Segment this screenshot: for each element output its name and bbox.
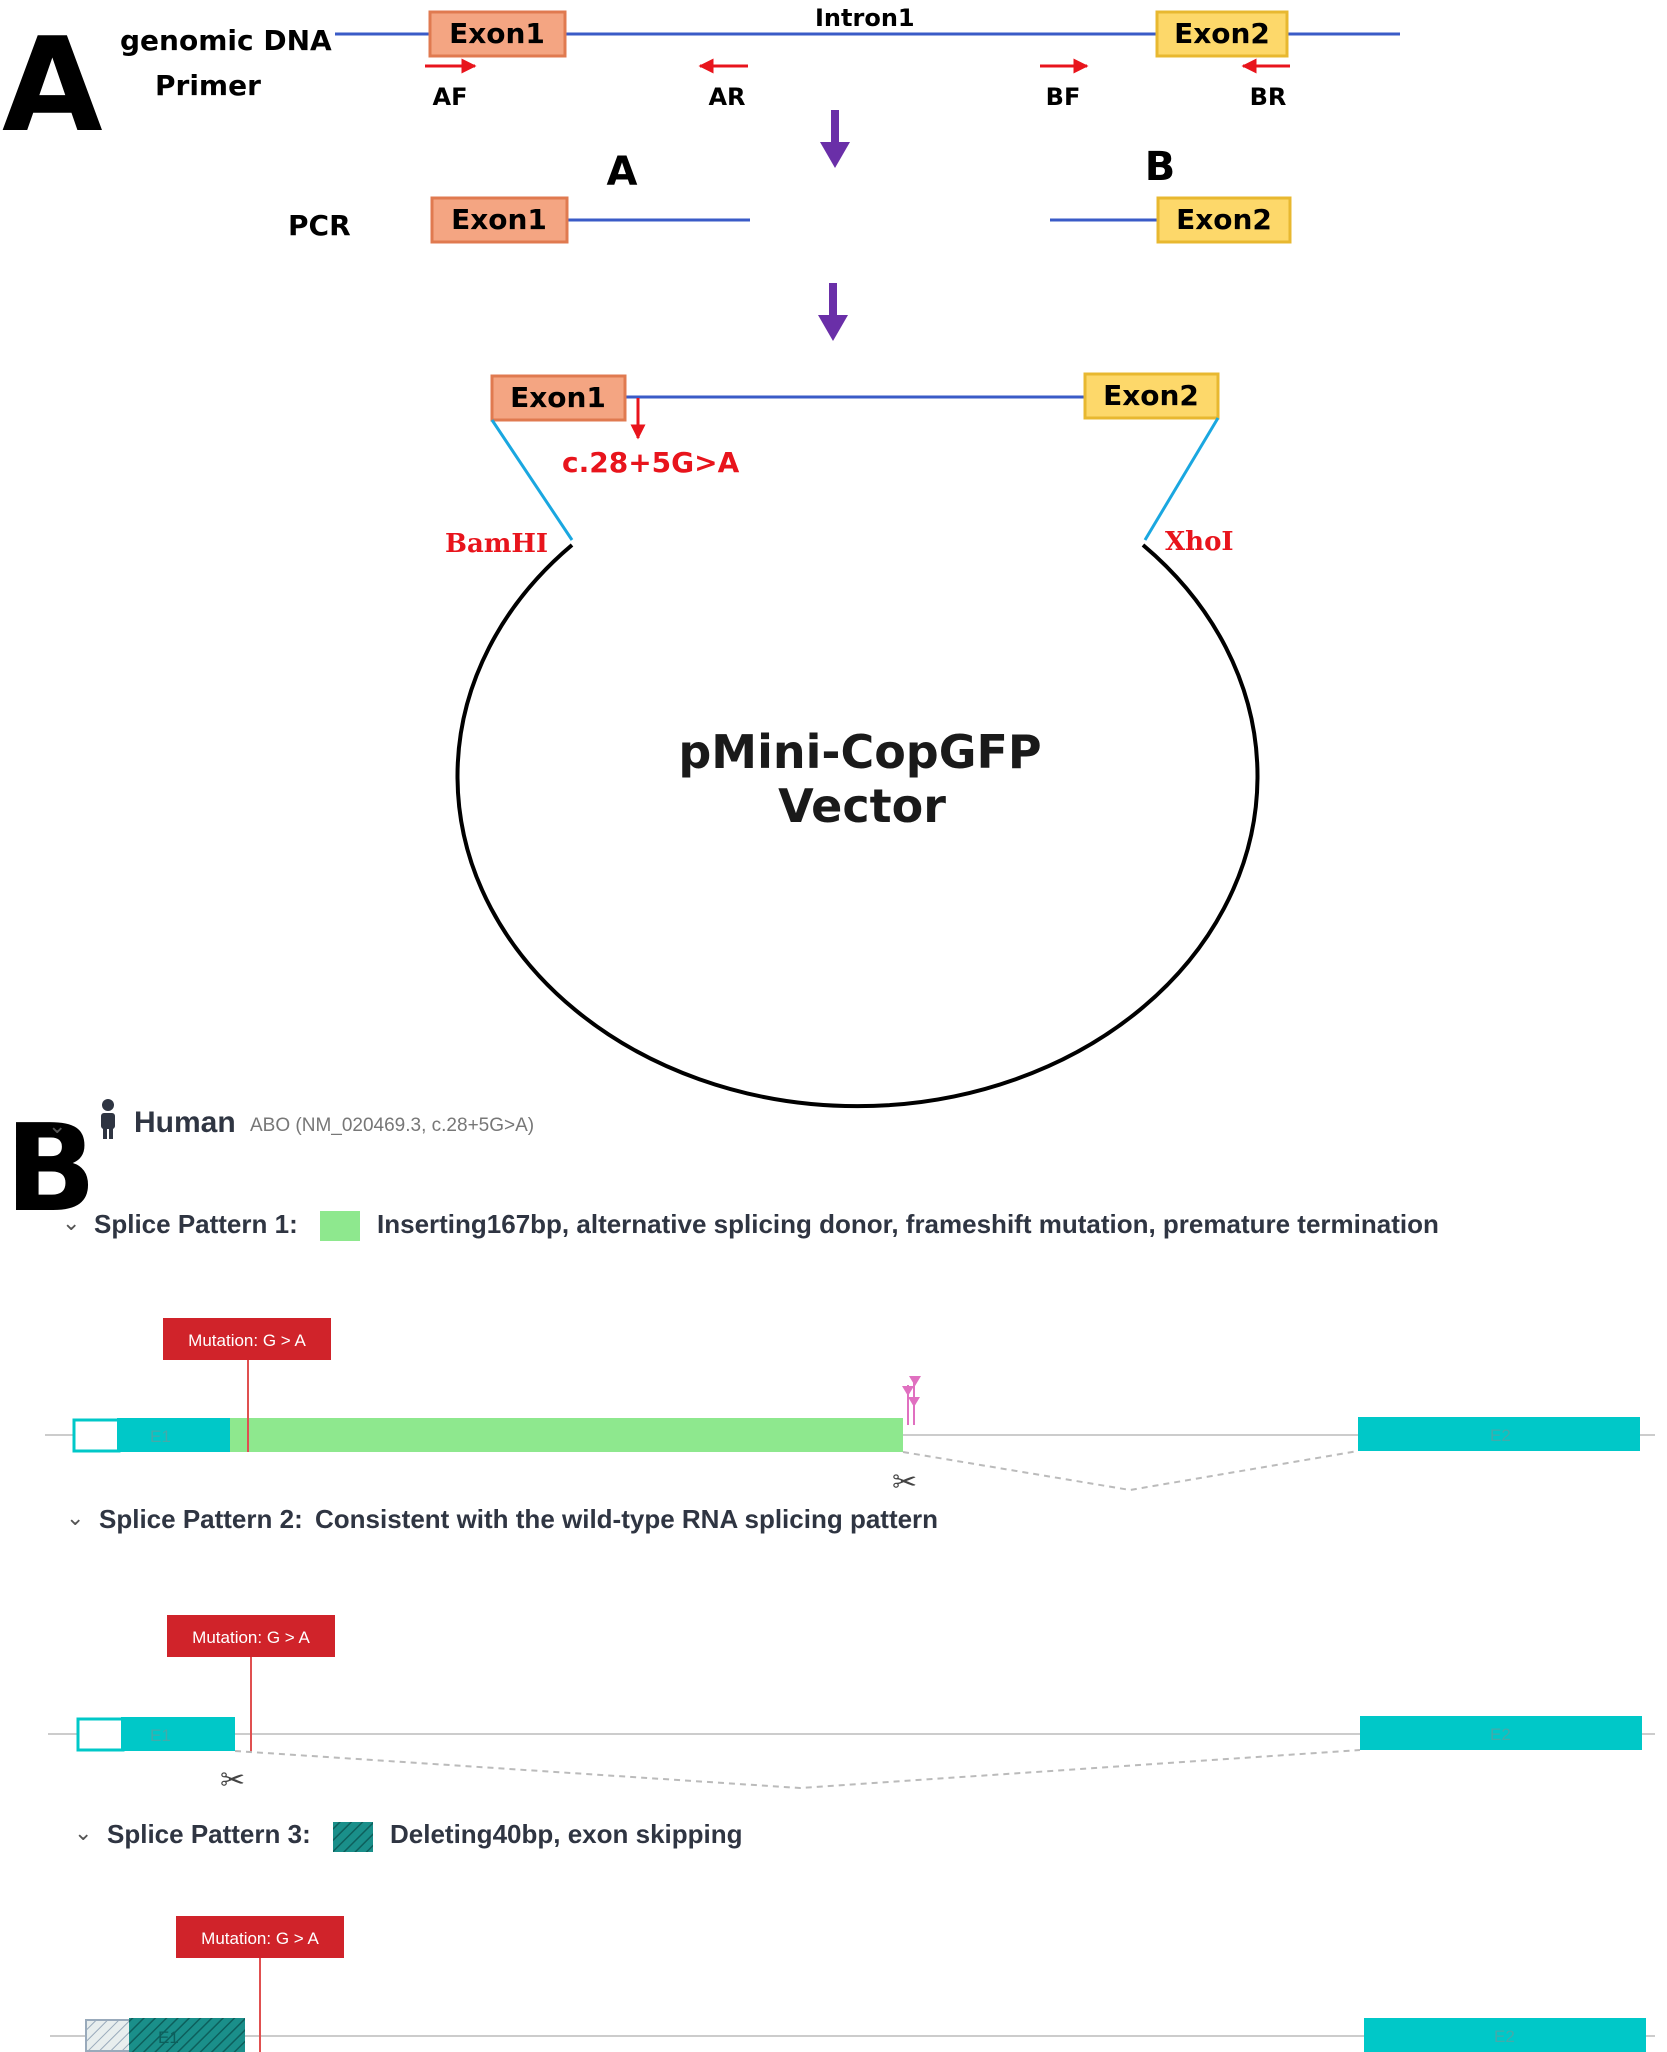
pattern1-splice-junction bbox=[902, 1450, 1359, 1492]
fragment-a-label: A bbox=[607, 149, 638, 195]
pattern2-mutation-badge bbox=[167, 1615, 335, 1657]
pattern3-title: Splice Pattern 3: bbox=[107, 1819, 311, 1849]
pattern2-mutation-text: Mutation: G > A bbox=[192, 1628, 310, 1647]
pattern1-inserted-region bbox=[230, 1418, 903, 1452]
xhoi-link bbox=[1143, 417, 1220, 541]
pattern1-exon1 bbox=[117, 1418, 230, 1452]
step-arrow-1 bbox=[820, 110, 850, 168]
genomic-exon1-label: Exon1 bbox=[449, 17, 545, 50]
collapse-chevron-pattern2[interactable]: ⌄ bbox=[66, 1505, 84, 1530]
pattern3-description: Deleting40bp, exon skipping bbox=[390, 1819, 743, 1849]
pattern2-description: Consistent with the wild-type RNA splici… bbox=[315, 1504, 938, 1534]
primer-br-label: BR bbox=[1250, 83, 1287, 111]
pattern1-exon1-label: E1 bbox=[150, 1427, 171, 1446]
vector-plasmid-arc bbox=[455, 543, 1260, 1109]
panel-b-letter: B bbox=[5, 1100, 96, 1239]
pattern3-legend-swatch bbox=[333, 1822, 373, 1852]
genomic-exon2: Exon2 bbox=[1155, 10, 1289, 58]
pattern1-legend-swatch bbox=[320, 1211, 360, 1241]
genomic-exon2-label: Exon2 bbox=[1174, 17, 1270, 50]
primer-ar-label: AR bbox=[708, 83, 745, 111]
pattern2-exon2 bbox=[1360, 1716, 1642, 1750]
fragment-b-label: B bbox=[1145, 144, 1176, 190]
gene-info: ABO (NM_020469.3, c.28+5G>A) bbox=[250, 1115, 534, 1136]
pattern1-scissors-icon: ✂ bbox=[892, 1466, 917, 1499]
construct-exon1-label: Exon1 bbox=[510, 381, 606, 414]
pcr-fragment-a: Exon1 bbox=[430, 196, 750, 244]
pattern3-exon1-label: E1 bbox=[158, 2028, 179, 2047]
pattern3-mutation-text: Mutation: G > A bbox=[201, 1929, 319, 1948]
pattern1-description: Inserting167bp, alternative splicing don… bbox=[377, 1209, 1439, 1239]
pcr-label: PCR bbox=[288, 209, 351, 242]
pattern2-exon1-utr bbox=[76, 1717, 125, 1752]
panel-a-letter: A bbox=[2, 9, 103, 161]
pattern3-exon2 bbox=[1364, 2018, 1646, 2052]
pattern1-title: Splice Pattern 1: bbox=[94, 1209, 298, 1239]
pattern3-exon1-deleted bbox=[129, 2018, 245, 2052]
intron1-label: Intron1 bbox=[815, 4, 915, 32]
pattern2-exon1-label: E1 bbox=[150, 1726, 171, 1745]
pattern2-title: Splice Pattern 2: bbox=[99, 1504, 303, 1534]
vector-name-line1: pMini-CopGFP bbox=[678, 725, 1041, 779]
genomic-exon1: Exon1 bbox=[428, 10, 567, 58]
pattern1-exon2 bbox=[1358, 1417, 1640, 1451]
pcr-fragment-b: Exon2 bbox=[1050, 196, 1292, 244]
pattern1-exon1-utr bbox=[72, 1418, 121, 1453]
collapse-chevron-pattern1[interactable]: ⌄ bbox=[62, 1210, 80, 1235]
construct-exon2: Exon2 bbox=[1083, 372, 1220, 420]
pattern3-mutation-badge bbox=[176, 1916, 344, 1958]
primer-af-label: AF bbox=[433, 83, 468, 111]
bamhi-link bbox=[490, 419, 574, 541]
pattern1-mutation-text: Mutation: G > A bbox=[188, 1331, 306, 1350]
collapse-chevron-pattern3[interactable]: ⌄ bbox=[74, 1820, 92, 1845]
xhoi-label: XhoI bbox=[1165, 527, 1234, 557]
collapse-chevron-header[interactable]: ⌄ bbox=[48, 1113, 66, 1138]
person-icon bbox=[101, 1099, 115, 1139]
pattern2-splice-junction bbox=[234, 1749, 1361, 1790]
construct-exon1: Exon1 bbox=[490, 374, 627, 422]
pattern1-mutation-badge bbox=[163, 1318, 331, 1360]
pattern2-exon2-label: E2 bbox=[1490, 1725, 1511, 1744]
pattern2-exon1 bbox=[121, 1717, 235, 1751]
primer-label: Primer bbox=[155, 69, 261, 102]
species-title: Human bbox=[134, 1106, 236, 1139]
genomic-dna-label: genomic DNA bbox=[120, 24, 332, 57]
pattern1-exon2-label: E2 bbox=[1490, 1426, 1511, 1445]
pattern1-pink-markers bbox=[902, 1376, 921, 1425]
pcr-exon2-label: Exon2 bbox=[1176, 203, 1272, 236]
pattern3-exon1-utr bbox=[85, 2019, 132, 2052]
pattern3-exon2-label: E2 bbox=[1494, 2027, 1515, 2046]
pcr-exon1-label: Exon1 bbox=[451, 203, 547, 236]
vector-name-line2: Vector bbox=[778, 779, 946, 833]
construct-exon2-label: Exon2 bbox=[1103, 379, 1199, 412]
bamhi-label: BamHI bbox=[445, 529, 548, 559]
mutation-site-label: c.28+5G>A bbox=[562, 446, 740, 479]
pattern2-scissors-icon: ✂ bbox=[220, 1764, 245, 1797]
primer-bf-label: BF bbox=[1046, 83, 1081, 111]
step-arrow-2 bbox=[818, 283, 848, 341]
